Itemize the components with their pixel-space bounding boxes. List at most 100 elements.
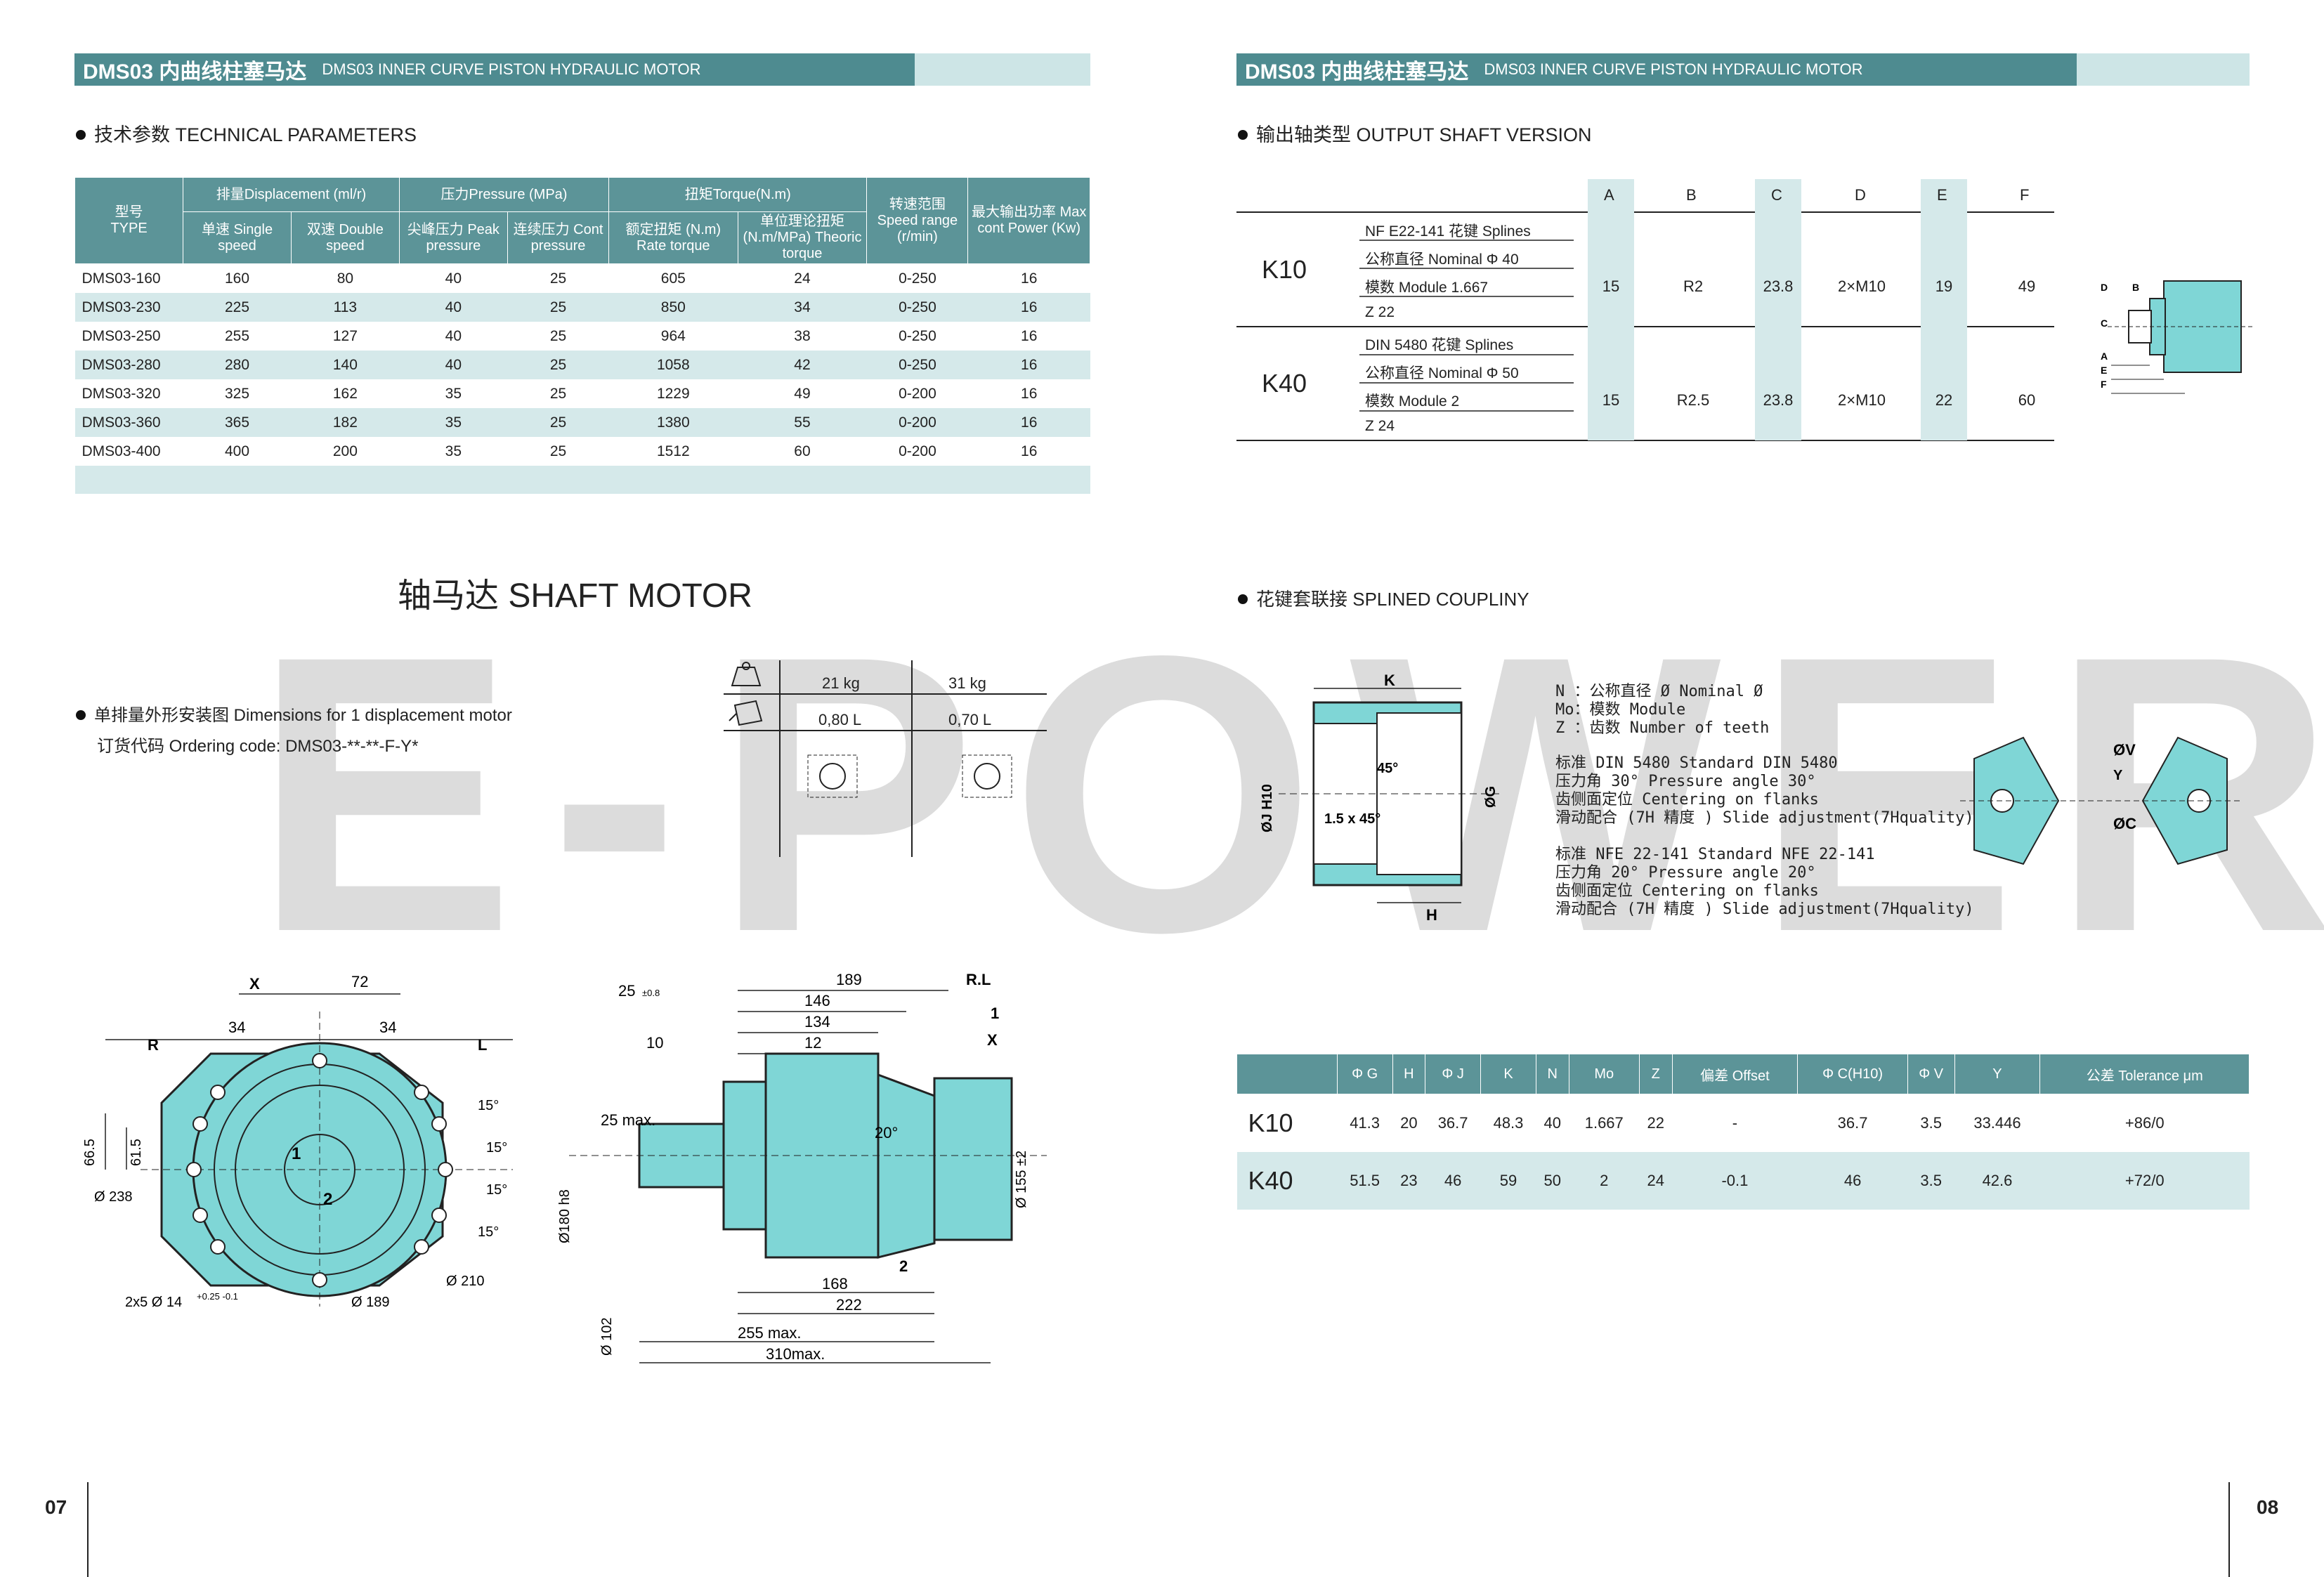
weight-2: 31 kg — [948, 674, 986, 692]
section-output-shaft: 输出轴类型 OUTPUT SHAFT VERSION — [1238, 119, 1592, 147]
note-d2: 压力角 30° Pressure angle 30° — [1555, 773, 1816, 790]
bullet-icon — [1238, 129, 1248, 140]
label-h: H — [1426, 906, 1437, 924]
label-side-1: 1 — [991, 1005, 999, 1022]
table-cell: 20 — [1392, 1094, 1425, 1152]
label-port-2: 2 — [323, 1190, 332, 1209]
section-dimensions: 单排量外形安装图 Dimensions for 1 displacement m… — [76, 701, 512, 726]
table-cell: 55 — [738, 408, 867, 437]
output-value: 19 — [1935, 277, 1953, 295]
spline-col-header: Z — [1638, 1054, 1673, 1094]
table-cell: 16 — [967, 293, 1090, 322]
table-cell: DMS03-360 — [74, 408, 183, 437]
weight-table-lines — [724, 660, 1047, 857]
label-15a: 15° — [478, 1098, 499, 1113]
table-cell: 1380 — [608, 408, 738, 437]
table-cell: 36.7 — [1797, 1094, 1908, 1152]
note-d4: 滑动配合 (7H 精度 ) Slide adjustment(7Hquality… — [1555, 809, 1974, 827]
table-cell: 25 — [549, 270, 567, 287]
output-value: R2 — [1683, 277, 1704, 295]
table-cell: 3.5 — [1907, 1152, 1954, 1210]
label-side-x: X — [987, 1031, 998, 1049]
output-spec-line: 公称直径 Nominal Φ 40 — [1365, 251, 1519, 268]
label-25: 25 — [618, 982, 635, 1000]
header-bar-tail-right — [2077, 53, 2250, 86]
spline-col-header: Mo — [1568, 1054, 1640, 1094]
output-col-header: E — [1937, 186, 1947, 204]
label-v: ØV — [2113, 741, 2136, 759]
port-sketch-1 — [807, 754, 858, 798]
label-c: ØC — [2113, 815, 2136, 832]
note-f1: 标准 NFE 22-141 Standard NFE 22-141 — [1555, 846, 1875, 863]
label-34b: 34 — [379, 1019, 396, 1036]
output-col-header: D — [1855, 186, 1866, 204]
header-bar-tail-left — [915, 53, 1090, 86]
table-cell: -0.1 — [1672, 1152, 1798, 1210]
label-x: X — [249, 975, 260, 993]
label-20deg: 20° — [875, 1124, 898, 1141]
table-cell: 25 — [549, 443, 567, 459]
header-bar-right: DMS03 内曲线柱塞马达 DMS03 INNER CURVE PISTON H… — [1236, 53, 2077, 86]
front-view-drawing: X 72 34 34 R L 66.5 61.5 Ø 238 Ø 210 Ø 1… — [82, 973, 513, 1310]
table-cell: 40 — [445, 270, 462, 287]
table-cell: 25 — [549, 327, 567, 344]
output-shaft-lines — [1236, 179, 2054, 441]
label-134: 134 — [804, 1013, 830, 1030]
table-cell: 850 — [608, 293, 738, 322]
table-cell: 0-200 — [866, 408, 968, 437]
output-shaft-sketch: D B C A E F — [2101, 280, 2255, 394]
header-title-en-right: DMS03 INNER CURVE PISTON HYDRAULIC MOTOR — [1484, 60, 1863, 78]
label-r: R — [148, 1036, 159, 1054]
spline-col-header: Φ V — [1907, 1054, 1955, 1094]
note-d3: 齿侧面定位 Centering on flanks — [1555, 791, 1819, 809]
table-cell: 35 — [445, 443, 462, 459]
table-cell: 605 — [660, 270, 686, 287]
coupling-drawing: K H ØJ H10 ØG 45° 1.5 x 45° — [1260, 672, 1503, 924]
output-spec-line: 模数 Module 2 — [1365, 393, 1460, 410]
table-cell: 225 — [183, 293, 292, 322]
volume-1: 0,80 L — [818, 711, 862, 728]
page-rule-left — [87, 1482, 89, 1577]
label-189: 189 — [836, 971, 862, 988]
k10-label: K10 — [1262, 255, 1307, 284]
table-cell: 0-250 — [866, 351, 968, 379]
table-cell: 40 — [445, 327, 462, 344]
ob-label: B — [2132, 282, 2139, 293]
table-cell: 36.7 — [1425, 1094, 1481, 1152]
table-cell: 0-250 — [899, 270, 936, 287]
label-45: 45° — [1377, 761, 1398, 776]
spline-col-header: 偏差 Offset — [1671, 1054, 1799, 1094]
table-cell: 140 — [291, 351, 400, 379]
note-n1: N ：公称直径 Ø Nominal Ø — [1555, 683, 1763, 700]
table-cell: 40 — [1536, 1094, 1569, 1152]
table-cell: 25 — [507, 293, 609, 322]
label-10: 10 — [646, 1034, 663, 1052]
label-12: 12 — [804, 1034, 821, 1052]
output-value: 2×M10 — [1838, 391, 1886, 409]
label-255: 255 max. — [738, 1324, 802, 1342]
table-cell: 16 — [1021, 443, 1038, 459]
of-label: F — [2101, 379, 2107, 390]
table-cell: 127 — [332, 327, 358, 344]
label-d238: Ø 238 — [94, 1189, 132, 1205]
table-cell: K10 — [1236, 1094, 1338, 1152]
output-value: 22 — [1935, 391, 1953, 409]
table-cell: 41.3 — [1337, 1094, 1393, 1152]
label-holes-tol: +0.25 -0.1 — [197, 1291, 238, 1302]
table-cell: 16 — [1021, 385, 1038, 402]
output-value: 49 — [2018, 277, 2036, 295]
spline-col-header: Φ J — [1425, 1054, 1482, 1094]
volume-2: 0,70 L — [948, 711, 992, 728]
table-cell: 46 — [1797, 1152, 1908, 1210]
table-cell: 42 — [738, 351, 867, 379]
table-cell: 23 — [1392, 1152, 1425, 1210]
label-l: L — [478, 1036, 487, 1054]
table-cell: 80 — [337, 270, 354, 287]
output-col-header: A — [1604, 186, 1614, 204]
table-cell: 40 — [399, 351, 508, 379]
output-value: 23.8 — [1763, 277, 1794, 295]
bullet-icon — [76, 709, 86, 720]
